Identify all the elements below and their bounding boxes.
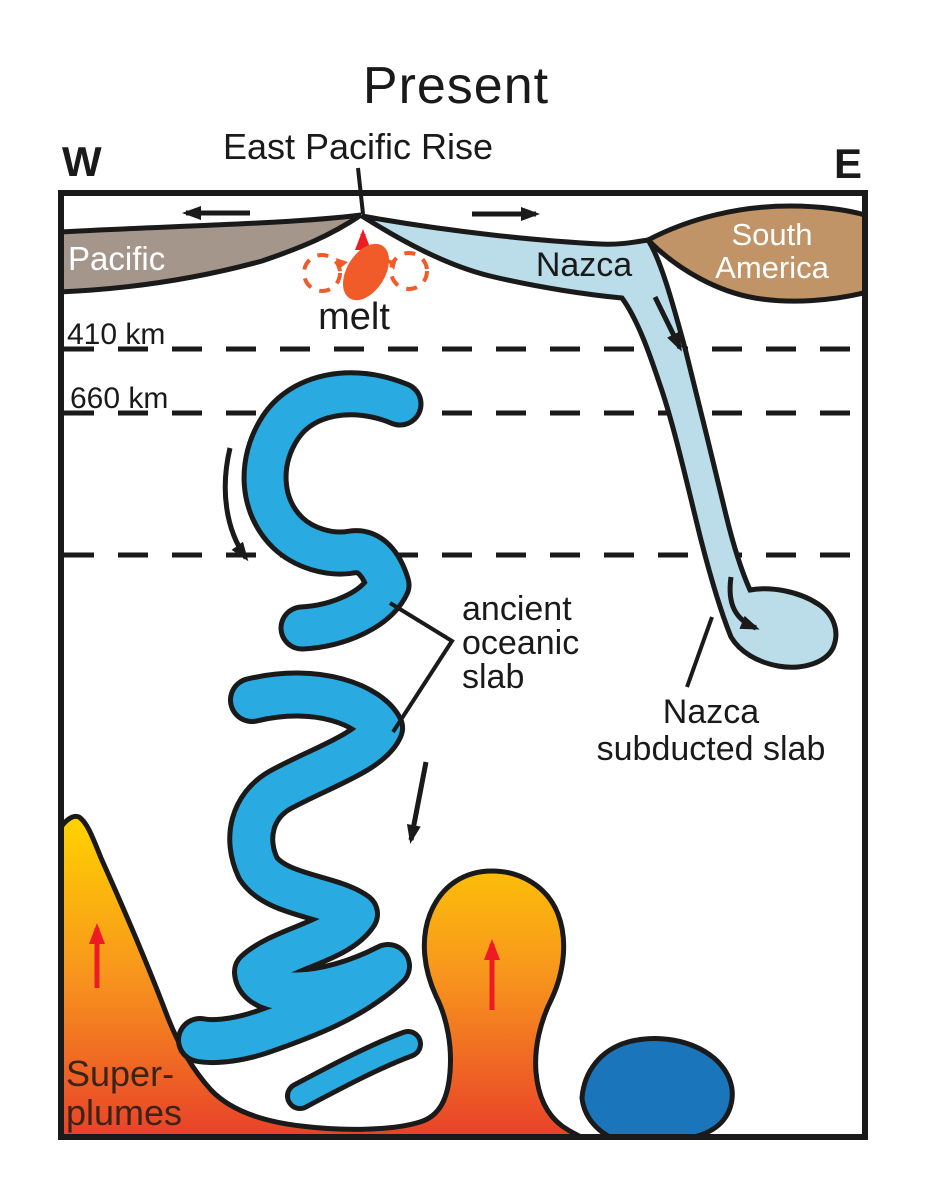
ancient-slab-line3: slab (462, 658, 525, 696)
ancient-slab-line1: ancient (462, 590, 572, 628)
south-america-line1: South (731, 217, 813, 252)
south-america-label: South America (715, 218, 829, 284)
ancient-slab-upper (241, 370, 424, 652)
mantle-sinking-arrow-lower (406, 761, 429, 844)
superplumes-shape (61, 813, 588, 1137)
ancient-slab-line2: oceanic (462, 624, 580, 662)
east-pacific-rise-label: East Pacific Rise (222, 126, 494, 167)
nazca-subducted-line1: Nazca (662, 693, 760, 731)
compass-west: W (62, 138, 102, 185)
compass-east: E (834, 140, 863, 187)
nazca-plate-label: Nazca (535, 246, 633, 284)
pacific-plate-shape (61, 212, 363, 295)
ancient-slab-pointer-lines (388, 601, 455, 734)
melt-label: melt (318, 296, 390, 338)
mantle-sinking-arrow-upper (222, 447, 249, 562)
superplumes-label: Super- plumes (66, 1054, 182, 1132)
melt-convection-right-arrowhead (385, 258, 396, 270)
melt-convection-right (389, 251, 429, 291)
depth-410-label: 410 km (67, 318, 166, 351)
superplumes-line1: Super- (66, 1053, 175, 1094)
ridge-melt-group (302, 229, 429, 301)
nazca-subducted-label: Nazca subducted slab (597, 694, 826, 768)
deep-slab-blob (579, 1036, 735, 1137)
south-america-shape (643, 203, 865, 304)
nazca-sub-pointer-line (685, 616, 714, 688)
melt-convection-left-arrowhead (336, 258, 348, 270)
south-america-line2: America (715, 250, 829, 285)
melt-body (342, 243, 390, 301)
ancient-slab-label: ancient oceanic slab (462, 592, 579, 694)
slab-curl-arrow (727, 576, 760, 631)
section-box-border (58, 190, 868, 1140)
ancient-slab-lower (176, 670, 423, 1111)
melt-convection-left (302, 253, 342, 293)
nazca-subducted-line2: subducted slab (596, 730, 826, 768)
superplumes-line2: plumes (66, 1092, 183, 1133)
pacific-plate-label: Pacific (68, 240, 166, 277)
depth-660-label: 660 km (70, 382, 169, 415)
diagram-title: Present (362, 57, 550, 115)
subduction-direction-arrow (652, 295, 683, 352)
